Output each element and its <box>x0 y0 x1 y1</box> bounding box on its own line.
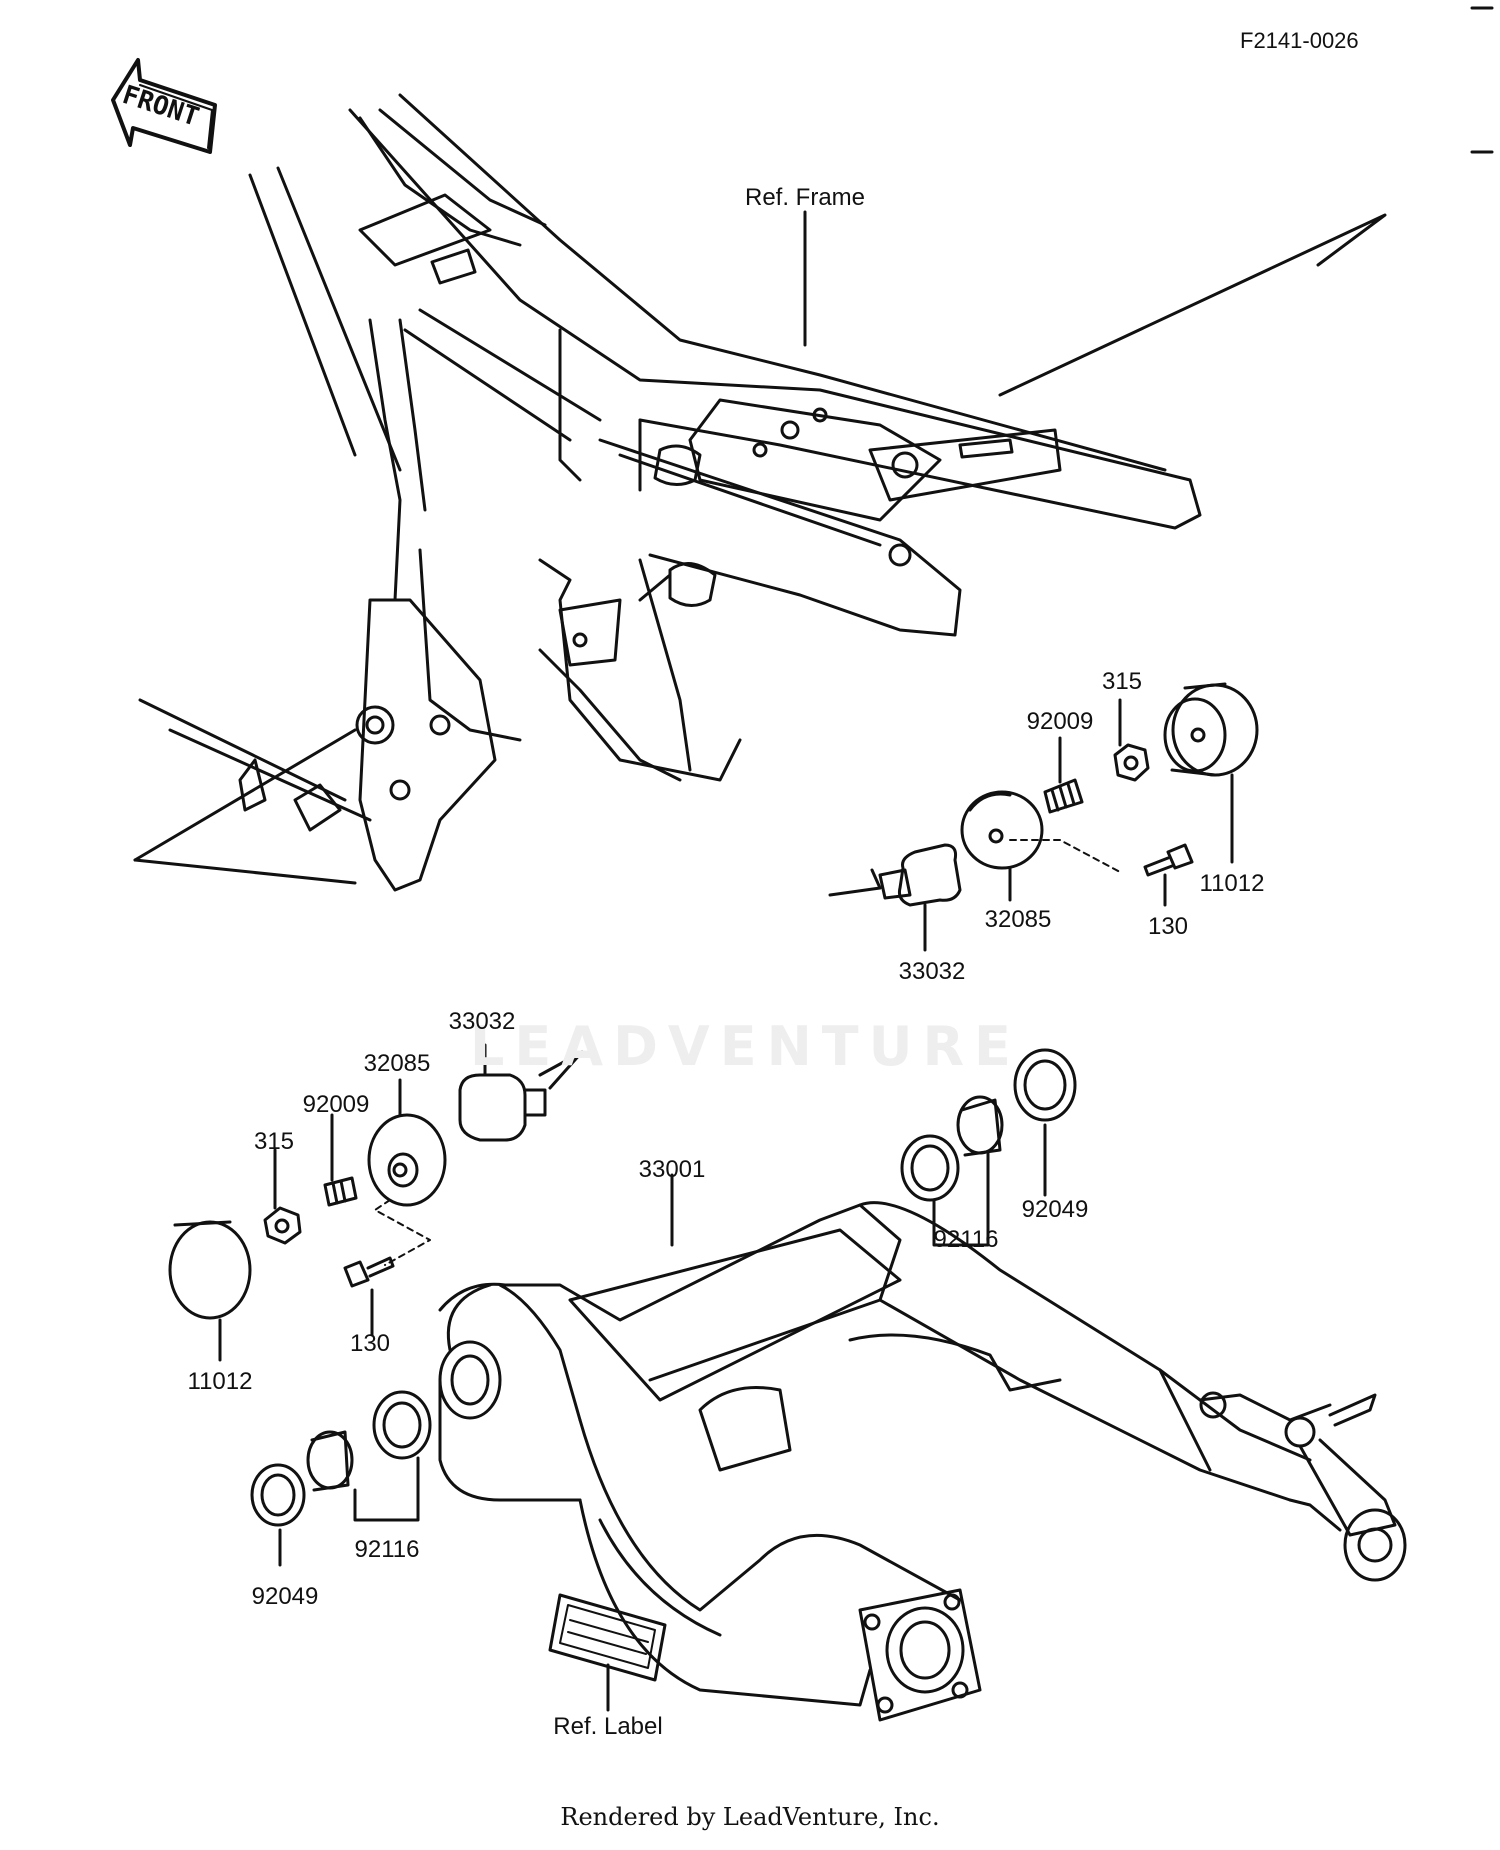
part-number: 32085 <box>984 906 1052 933</box>
part-number: 33032 <box>448 1008 516 1035</box>
swingarm <box>438 1201 1407 1722</box>
ref-label-label: Ref. Label <box>553 1713 663 1740</box>
lower-exploded-parts <box>168 1043 1077 1567</box>
part-number: 92049 <box>251 1583 319 1610</box>
ref-frame-label: Ref. Frame <box>744 184 866 211</box>
part-number: 33001 <box>638 1156 706 1183</box>
part-number: 32085 <box>363 1050 431 1077</box>
watermark: LEADVENTURE <box>470 1015 1021 1078</box>
render-credit: Rendered by LeadVenture, Inc. <box>560 1803 940 1831</box>
part-number: 33032 <box>898 958 966 985</box>
part-number: 315 <box>1101 668 1143 695</box>
part-number: 92116 <box>933 1226 999 1253</box>
motorcycle-frame <box>133 93 1387 892</box>
part-number: 11012 <box>187 1368 253 1395</box>
part-number: 11012 <box>1199 870 1265 897</box>
label-decal <box>548 1593 667 1712</box>
part-number: 130 <box>349 1330 391 1357</box>
part-number: 92009 <box>1026 708 1094 735</box>
part-number: 130 <box>1147 913 1189 940</box>
part-number: 315 <box>253 1128 295 1155</box>
part-number: 92049 <box>1021 1196 1089 1223</box>
part-number: 92116 <box>354 1536 420 1563</box>
diagram-id: F2141-0026 <box>1240 28 1359 53</box>
part-number: 92009 <box>302 1091 370 1118</box>
upper-exploded-parts <box>828 682 1259 952</box>
front-arrow-icon <box>111 58 217 154</box>
